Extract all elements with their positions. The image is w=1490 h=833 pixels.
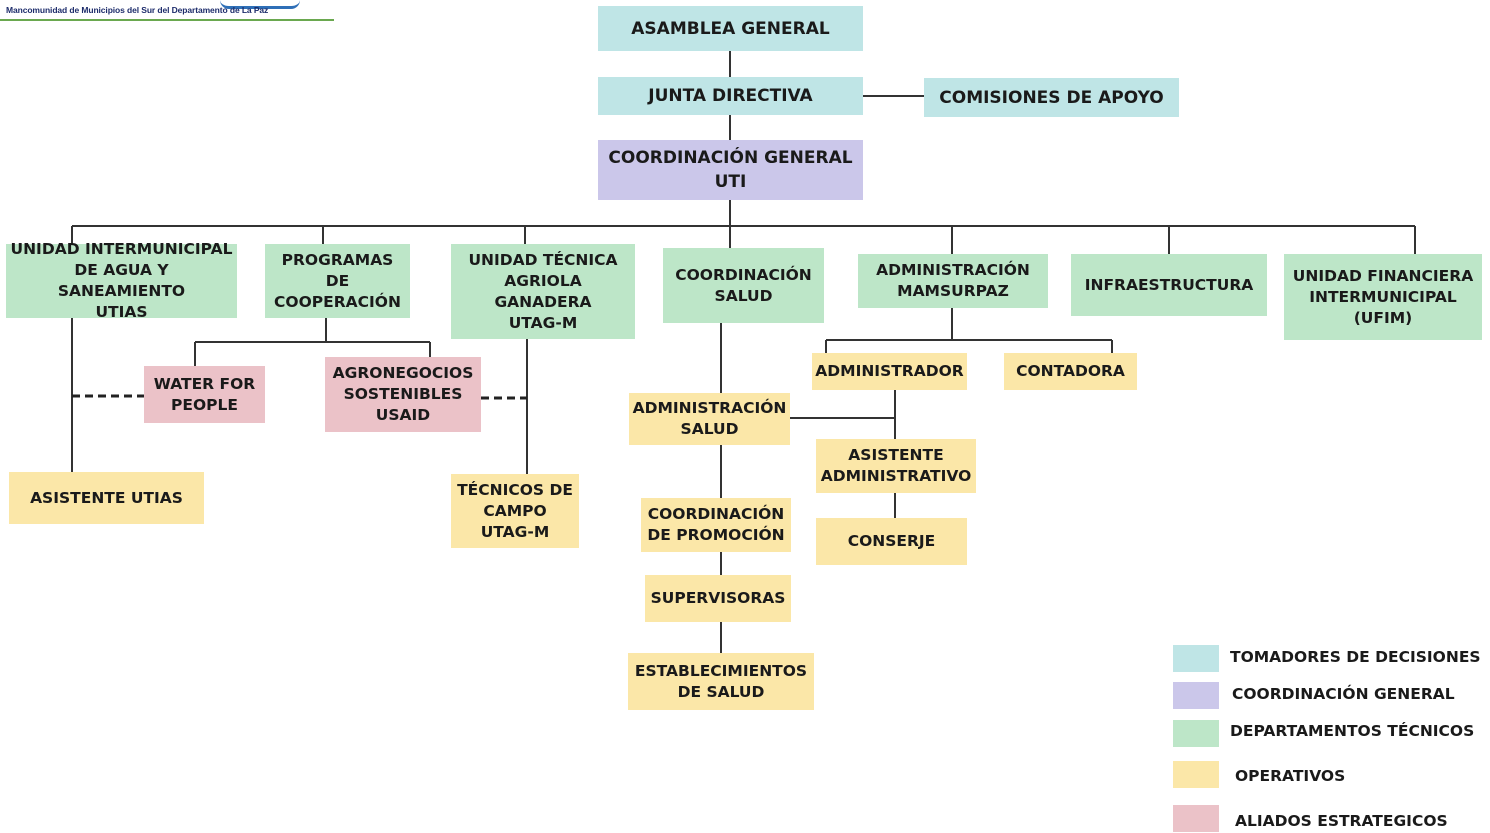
node-administrador: ADMINISTRADOR [812, 353, 967, 390]
logo-arc-graphic [220, 0, 300, 9]
node-water-for-people: WATER FOR PEOPLE [144, 366, 265, 423]
node-asamblea-general: ASAMBLEA GENERAL [598, 6, 863, 51]
node-ufim: UNIDAD FINANCIERA INTERMUNICIPAL (UFIM) [1284, 254, 1482, 340]
node-contadora: CONTADORA [1004, 353, 1137, 390]
legend-swatch-tecnicos [1173, 720, 1219, 747]
node-utag-m: UNIDAD TÉCNICA AGRIOLA GANADERA UTAG-M [451, 244, 635, 339]
legend-swatch-aliados [1173, 805, 1219, 832]
legend-swatch-decisiones [1173, 645, 1219, 672]
node-coordinacion-salud: COORDINACIÓN SALUD [663, 248, 824, 323]
legend-label-operativos: OPERATIVOS [1235, 767, 1346, 785]
legend-label-decisiones: TOMADORES DE DECISIONES [1230, 648, 1481, 666]
node-agronegocios-usaid: AGRONEGOCIOS SOSTENIBLES USAID [325, 357, 481, 432]
node-conserje: CONSERJE [816, 518, 967, 565]
legend-swatch-operativos [1173, 761, 1219, 788]
node-administracion-mamsurpaz: ADMINISTRACIÓN MAMSURPAZ [858, 254, 1048, 308]
node-coordinacion-general: COORDINACIÓN GENERAL UTI [598, 140, 863, 200]
legend-label-aliados: ALIADOS ESTRATEGICOS [1235, 812, 1448, 830]
node-asistente-utias: ASISTENTE UTIAS [9, 472, 204, 524]
logo-underline [0, 19, 334, 21]
node-infraestructura: INFRAESTRUCTURA [1071, 254, 1267, 316]
legend-label-coordinacion: COORDINACIÓN GENERAL [1232, 685, 1455, 703]
node-junta-directiva: JUNTA DIRECTIVA [598, 77, 863, 115]
node-coordinacion-promocion: COORDINACIÓN DE PROMOCIÓN [641, 498, 791, 552]
organization-name: Mancomunidad de Municipios del Sur del D… [6, 5, 269, 15]
node-utias: UNIDAD INTERMUNICIPAL DE AGUA Y SANEAMIE… [6, 240, 237, 321]
node-establecimientos-salud: ESTABLECIMIENTOS DE SALUD [628, 653, 814, 710]
organization-logo: Mancomunidad de Municipios del Sur del D… [0, 0, 334, 24]
node-asistente-administrativo: ASISTENTE ADMINISTRATIVO [816, 439, 976, 493]
node-programas-cooperacion: PROGRAMAS DE COOPERACIÓN [265, 244, 410, 318]
node-administracion-salud: ADMINISTRACIÓN SALUD [629, 393, 790, 445]
legend-swatch-coordinacion [1173, 682, 1219, 709]
node-tecnicos-de-campo: TÉCNICOS DE CAMPO UTAG-M [451, 474, 579, 548]
legend-label-tecnicos: DEPARTAMENTOS TÉCNICOS [1230, 722, 1475, 740]
node-supervisoras: SUPERVISORAS [645, 575, 791, 622]
node-comisiones-de-apoyo: COMISIONES DE APOYO [924, 78, 1179, 117]
